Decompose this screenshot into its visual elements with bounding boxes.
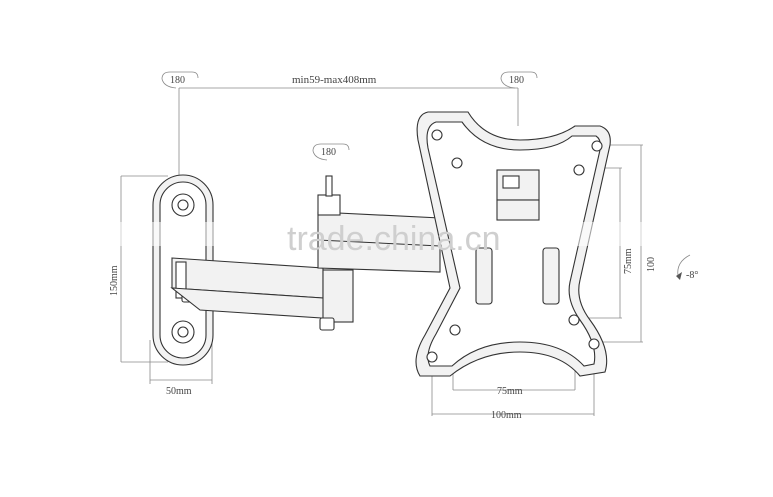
vesa-large-vertical-label: 100	[646, 257, 657, 272]
wall-height-label: 150mm	[109, 265, 120, 296]
vesa-large-horizontal-label: 100mm	[491, 410, 522, 421]
wall-height-dimension	[120, 175, 168, 363]
watermark: trade.china.cn	[108, 220, 700, 258]
arm-secondary	[317, 175, 441, 273]
vesa-small-vertical-label: 75mm	[623, 248, 634, 274]
rotation-badge-plate: 180	[500, 71, 538, 89]
rotation-badge-wall: 180	[161, 71, 199, 89]
tilt-indicator: -8°	[676, 254, 698, 281]
rotation-label-plate: 180	[509, 75, 524, 86]
extension-label: min59-max408mm	[292, 74, 377, 86]
rotation-badge-arm: 180	[312, 143, 350, 161]
arm-primary	[170, 257, 354, 331]
rotation-label-arm: 180	[321, 147, 336, 158]
wall-width-label: 50mm	[166, 386, 192, 397]
wall-width-dimension	[149, 340, 213, 384]
tilt-label: -8°	[686, 270, 698, 281]
rotation-label-wall: 180	[170, 75, 185, 86]
watermark-text: trade.china.cn	[287, 220, 501, 258]
vesa-small-horizontal-label: 75mm	[497, 386, 523, 397]
extension-dimension	[178, 87, 519, 178]
